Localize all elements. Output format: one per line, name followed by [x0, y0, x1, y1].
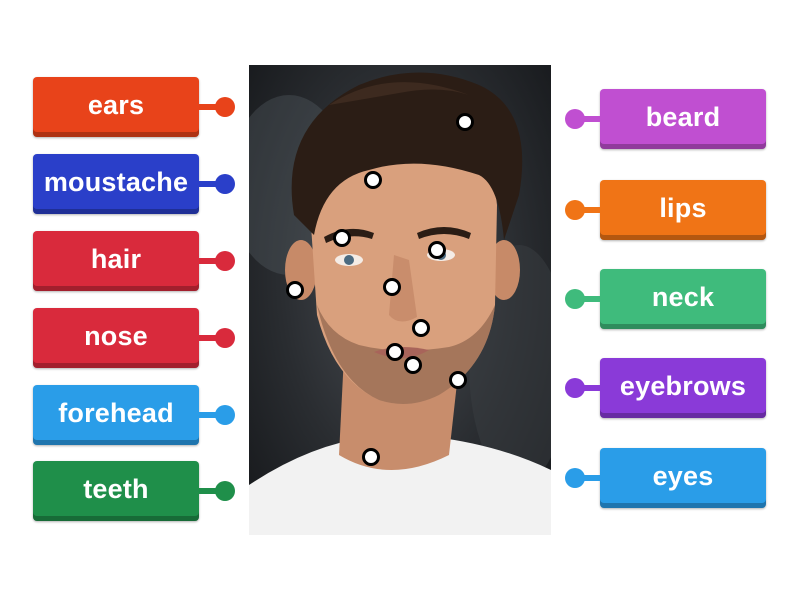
label-connector: [578, 207, 602, 213]
drop-target-pin[interactable]: [456, 113, 474, 131]
drop-target-pin[interactable]: [428, 241, 446, 259]
label-text: moustache: [43, 166, 189, 197]
face-photo: [249, 65, 551, 535]
label-text: eyes: [652, 460, 714, 491]
label-connector: [578, 296, 602, 302]
drop-target-pin[interactable]: [386, 343, 404, 361]
label-text: beard: [645, 101, 721, 132]
label-text: lips: [659, 192, 707, 223]
label-eyebrows[interactable]: eyebrows: [600, 358, 766, 418]
drop-target-pin[interactable]: [383, 278, 401, 296]
label-eyes[interactable]: eyes: [600, 448, 766, 508]
label-connector: [199, 258, 223, 264]
label-text: neck: [651, 281, 715, 312]
label-text: ears: [87, 89, 145, 120]
drop-target-pin[interactable]: [364, 171, 382, 189]
label-handle-dot[interactable]: [565, 378, 585, 398]
label-lips[interactable]: lips: [600, 180, 766, 240]
drop-target-pin[interactable]: [362, 448, 380, 466]
label-teeth[interactable]: teeth: [33, 461, 199, 521]
label-beard[interactable]: beard: [600, 89, 766, 149]
label-ears[interactable]: ears: [33, 77, 199, 137]
label-nose[interactable]: nose: [33, 308, 199, 368]
drop-target-pin[interactable]: [333, 229, 351, 247]
label-connector: [578, 385, 602, 391]
label-text: hair: [90, 243, 142, 274]
label-handle-dot[interactable]: [565, 200, 585, 220]
label-handle-dot[interactable]: [215, 481, 235, 501]
label-handle-dot[interactable]: [565, 468, 585, 488]
label-handle-dot[interactable]: [215, 405, 235, 425]
label-text: eyebrows: [619, 370, 747, 401]
label-forehead[interactable]: forehead: [33, 385, 199, 445]
label-moustache[interactable]: moustache: [33, 154, 199, 214]
drop-target-pin[interactable]: [412, 319, 430, 337]
drop-target-pin[interactable]: [404, 356, 422, 374]
face-photo-illustration: [249, 72, 551, 535]
label-connector: [199, 104, 223, 110]
label-handle-dot[interactable]: [215, 97, 235, 117]
label-handle-dot[interactable]: [215, 174, 235, 194]
label-handle-dot[interactable]: [215, 251, 235, 271]
label-hair[interactable]: hair: [33, 231, 199, 291]
label-text: teeth: [83, 473, 149, 504]
label-handle-dot[interactable]: [565, 289, 585, 309]
label-neck[interactable]: neck: [600, 269, 766, 329]
label-connector: [199, 412, 223, 418]
drop-target-pin[interactable]: [449, 371, 467, 389]
label-text: forehead: [58, 397, 174, 428]
label-handle-dot[interactable]: [565, 109, 585, 129]
label-connector: [199, 181, 223, 187]
label-handle-dot[interactable]: [215, 328, 235, 348]
label-text: nose: [84, 320, 148, 351]
label-connector: [578, 116, 602, 122]
label-connector: [199, 488, 223, 494]
label-connector: [199, 335, 223, 341]
drop-target-pin[interactable]: [286, 281, 304, 299]
label-connector: [578, 475, 602, 481]
